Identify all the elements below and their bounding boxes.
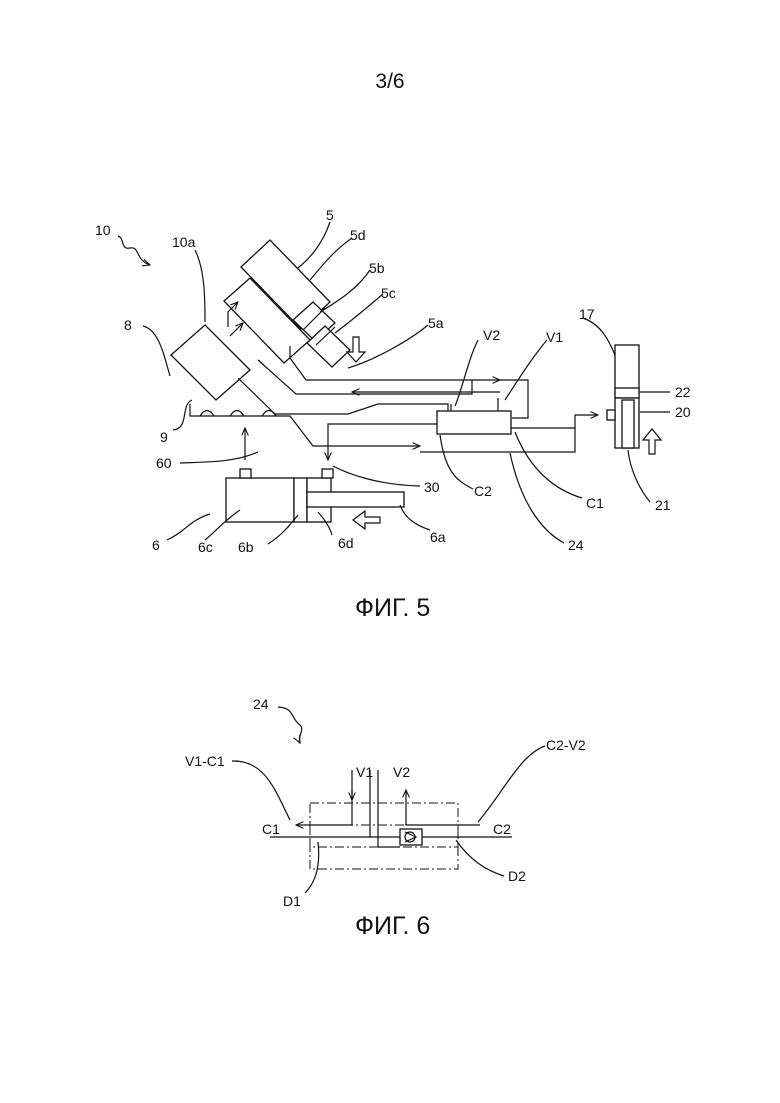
label-21: 21	[655, 497, 671, 513]
piston-6b	[294, 478, 307, 522]
label-C2-fig6: C2	[493, 821, 511, 837]
cylinder-17-20	[607, 345, 661, 454]
figure-6-caption: ФИГ. 6	[355, 912, 430, 940]
leader-5	[298, 222, 330, 268]
label-6b: 6b	[238, 539, 254, 555]
label-20: 20	[675, 404, 691, 420]
label-17: 17	[579, 306, 595, 322]
leader-C2	[440, 435, 473, 489]
label-5d: 5d	[350, 227, 366, 243]
figure-5: 10 10a 5 5d 5b 5c 5a 8 9 60 V2 V1 17 22 …	[95, 207, 691, 622]
port-6-left	[240, 469, 251, 478]
label-C2: C2	[474, 483, 492, 499]
leader-5c	[335, 294, 383, 333]
label-6c: 6c	[198, 539, 213, 555]
leader-D1	[305, 842, 319, 893]
chamber-6c	[226, 478, 294, 522]
piston-rod-21	[622, 400, 634, 448]
label-9: 9	[160, 429, 168, 445]
leader-9	[173, 400, 192, 430]
leader-6c	[205, 510, 240, 540]
leader-17	[583, 318, 615, 355]
label-V2: V2	[483, 327, 500, 343]
label-V1-fig6: V1	[356, 764, 373, 780]
label-8: 8	[124, 317, 132, 333]
label-24: 24	[568, 537, 584, 553]
label-22: 22	[675, 384, 691, 400]
leader-D2	[456, 840, 504, 876]
rod-6a	[307, 492, 404, 507]
leader-6a	[400, 505, 430, 530]
pipe-30-to-cylinder-6	[328, 424, 437, 460]
leader-10a	[195, 250, 205, 322]
leader-V1C1	[232, 761, 290, 820]
pipe-crossover	[200, 411, 276, 417]
pipe-to-V2	[238, 378, 448, 420]
label-5c: 5c	[381, 285, 396, 301]
leader-C2V2	[478, 746, 545, 822]
path-V1	[296, 770, 352, 825]
label-5a: 5a	[428, 315, 444, 331]
leader-8	[143, 326, 170, 376]
leader-24-fig6	[278, 707, 302, 743]
leader-5a	[348, 325, 428, 368]
leader-10	[118, 236, 150, 265]
leader-5b	[320, 270, 370, 312]
label-6a: 6a	[430, 529, 446, 545]
leader-V1	[505, 340, 547, 400]
port-6-right	[322, 469, 333, 478]
leader-30	[333, 466, 420, 486]
pipe-feedback-loop	[258, 360, 472, 394]
label-10a: 10a	[172, 234, 196, 250]
valve-block-8	[171, 325, 250, 400]
line-10a-arrow	[230, 323, 243, 336]
leader-21	[628, 450, 650, 502]
pipe-60-lower	[190, 404, 420, 446]
label-D2: D2	[508, 868, 526, 884]
label-10: 10	[95, 222, 111, 238]
leader-C1	[515, 432, 582, 498]
left-arrow-icon	[353, 511, 380, 529]
up-arrow-icon	[643, 429, 661, 454]
path-V2	[406, 790, 480, 825]
label-V1-C1: V1-C1	[185, 753, 225, 769]
label-5b: 5b	[369, 260, 385, 276]
label-6: 6	[152, 537, 160, 553]
actuator-5	[224, 240, 350, 367]
figure-5-caption: ФИГ. 5	[355, 594, 430, 622]
label-C2-V2: C2-V2	[546, 737, 586, 753]
leader-6	[167, 514, 210, 540]
leader-24	[510, 453, 564, 543]
label-24-fig6: 24	[253, 696, 269, 712]
cylinder-22-ring	[615, 388, 639, 398]
label-C1-fig6: C1	[262, 821, 280, 837]
label-5: 5	[326, 207, 334, 223]
leader-V2	[455, 340, 478, 406]
cylinder-6	[226, 469, 404, 529]
leader-60	[180, 452, 258, 463]
figure-6: 24 V1-C1 C2-V2 V1 V2 C1 C2 D1 D2 ФИГ. 6	[185, 696, 586, 940]
pipe-C1-to-cylinder	[511, 415, 598, 428]
label-30: 30	[424, 479, 440, 495]
label-6d: 6d	[338, 535, 354, 551]
label-C1: C1	[586, 495, 604, 511]
label-V2-fig6: V2	[393, 764, 410, 780]
check-valve	[400, 829, 422, 845]
cylinder-port	[607, 410, 615, 420]
label-60: 60	[156, 455, 172, 471]
valve-24-block	[437, 411, 511, 434]
label-V1: V1	[546, 329, 563, 345]
leader-5d	[310, 238, 352, 280]
label-D1: D1	[283, 893, 301, 909]
